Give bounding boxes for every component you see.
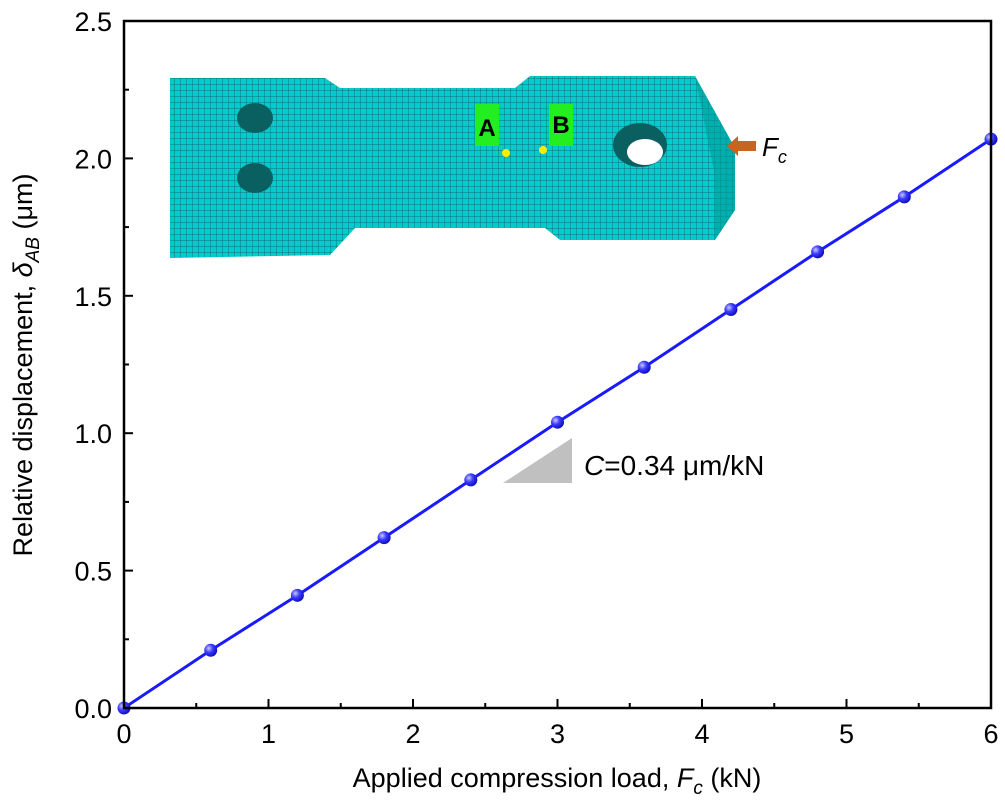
label-b: B xyxy=(552,112,569,139)
force-label: Fc xyxy=(762,132,787,167)
bolt-hole xyxy=(237,103,273,133)
y-axis-label: Relative displacement, δAB (μm) xyxy=(8,173,44,556)
point-a xyxy=(502,149,510,157)
y-tick-label: 2.0 xyxy=(74,144,112,174)
x-tick-label: 3 xyxy=(550,719,565,749)
data-point xyxy=(551,415,564,429)
y-tick-label: 1.0 xyxy=(74,419,112,449)
slope-triangle xyxy=(503,438,572,483)
x-tick-label: 2 xyxy=(405,719,420,749)
point-b xyxy=(539,146,547,154)
slope-annotation: C=0.34 μm/kN xyxy=(584,450,764,481)
x-tick-label: 1 xyxy=(261,719,276,749)
y-tick-label: 1.5 xyxy=(74,282,112,312)
y-tick-label: 0.0 xyxy=(74,694,112,724)
label-b-bg xyxy=(549,104,573,146)
axes-group: 0 1 2 3 4 5 6 0.0 0.5 1.0 1.5 2.0 2.5 xyxy=(74,7,998,749)
x-tick-label: 0 xyxy=(116,719,131,749)
force-arrow-icon xyxy=(727,136,756,156)
fe-model-inset: A B Fc xyxy=(170,76,787,258)
label-a-bg xyxy=(475,104,499,146)
series-group xyxy=(117,132,998,715)
x-axis-label: Applied compression load, Fc (kN) xyxy=(353,763,762,799)
bolt-hole-through xyxy=(627,139,663,165)
x-tick-label: 5 xyxy=(839,719,854,749)
label-a: A xyxy=(478,115,495,142)
mesh-side xyxy=(695,76,735,240)
x-tick-label: 6 xyxy=(983,719,998,749)
mesh-body xyxy=(170,76,735,258)
data-point xyxy=(811,245,825,259)
bolt-hole xyxy=(237,163,273,193)
data-point xyxy=(204,643,218,657)
x-tick-label: 4 xyxy=(694,719,709,749)
data-point xyxy=(290,588,304,602)
y-tick-label: 2.5 xyxy=(74,7,112,37)
y-tick-label: 0.5 xyxy=(74,557,112,587)
data-point xyxy=(377,531,391,545)
data-point xyxy=(897,190,911,204)
data-point xyxy=(464,473,478,487)
data-point xyxy=(724,303,738,317)
data-point xyxy=(637,360,651,374)
